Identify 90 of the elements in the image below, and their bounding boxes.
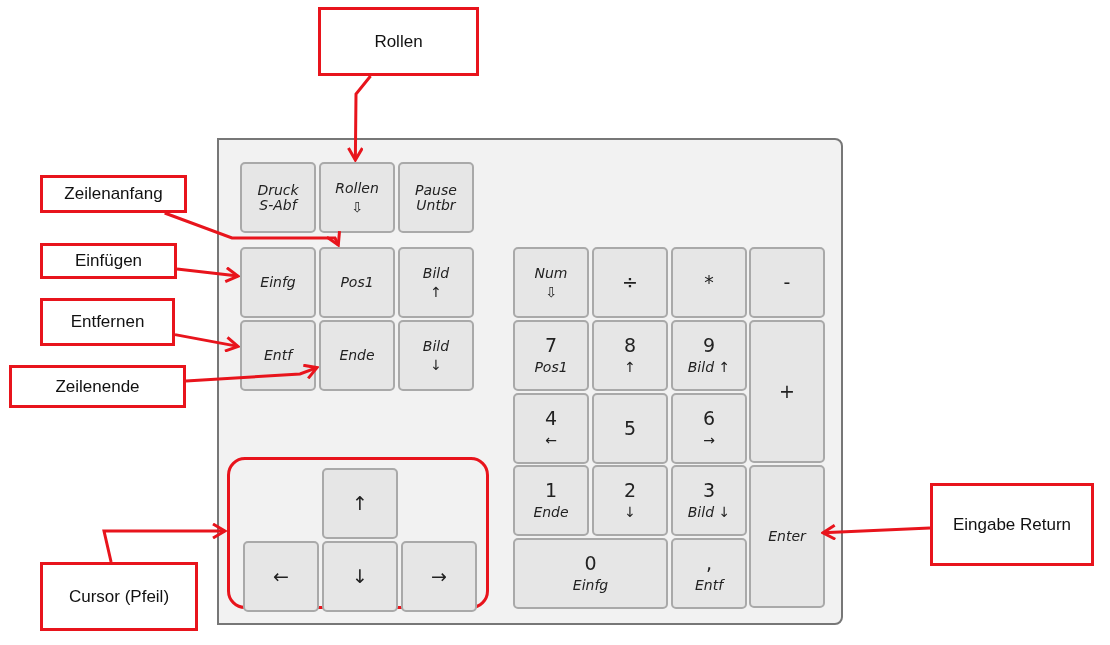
- key-label: *: [704, 272, 714, 293]
- key-label: Bild ↓: [687, 505, 731, 520]
- callout-box: Cursor (Pfeil): [40, 562, 198, 631]
- keyboard-key: [592, 247, 668, 318]
- keyboard-key: [319, 320, 395, 391]
- highlight-outline: [227, 457, 489, 609]
- keyboard-key: [398, 320, 474, 391]
- callout-box: Eingabe Return: [930, 483, 1094, 566]
- key-label: Pause Untbr: [414, 182, 458, 213]
- key-label: ↑: [430, 284, 442, 300]
- key-label: Pos1: [340, 275, 374, 290]
- key-label: ,: [705, 554, 712, 575]
- keyboard-key: [322, 541, 398, 612]
- callout-box: Entfernen: [40, 298, 175, 346]
- key-label: Bild ↑: [687, 360, 731, 375]
- key-label: Enter: [768, 529, 806, 544]
- key-label: Entf: [694, 578, 724, 593]
- key-label: +: [779, 381, 795, 402]
- key-label: ↓: [430, 357, 442, 373]
- leader-arrow: [821, 523, 931, 541]
- key-label: Bild: [422, 338, 450, 354]
- key-label: Pos1: [534, 360, 568, 375]
- callout-box: Zeilenanfang: [40, 175, 187, 213]
- keyboard-key: [671, 465, 747, 536]
- callout-box: Zeilenende: [9, 365, 186, 408]
- key-label: 7: [544, 336, 558, 357]
- key-label: ⇩: [351, 199, 363, 215]
- key-label: Bild: [422, 265, 450, 281]
- leader-arrow: [185, 363, 319, 383]
- key-label: Num: [534, 265, 568, 281]
- keyboard-key: [513, 538, 668, 609]
- keyboard-key: [240, 247, 316, 318]
- key-label: 0: [584, 554, 597, 575]
- keyboard-key: [671, 320, 747, 391]
- key-label: Einfg: [572, 578, 609, 593]
- key-label: -: [783, 272, 791, 293]
- key-label: Druck S-Abf: [256, 182, 300, 213]
- keyboard-key: [513, 247, 589, 318]
- key-label: 8: [623, 336, 637, 357]
- keyboard-key: [592, 465, 668, 536]
- keyboard-key: [240, 320, 316, 391]
- keyboard-key: [322, 468, 398, 539]
- leader-arrow: [174, 333, 240, 353]
- keyboard-key: [398, 247, 474, 318]
- key-label: Einfg: [260, 275, 296, 290]
- key-label: ↑: [352, 493, 368, 514]
- leader-arrow: [164, 211, 341, 247]
- keyboard-key: [592, 393, 668, 464]
- key-label: ÷: [622, 272, 638, 293]
- keyboard-key: [398, 162, 474, 233]
- key-label: →: [431, 566, 447, 587]
- keyboard-key: [319, 247, 395, 318]
- keyboard-key: [749, 465, 825, 608]
- key-label: Entf: [263, 348, 293, 363]
- key-label: ↓: [352, 566, 368, 587]
- key-label: ←: [545, 433, 557, 448]
- key-label: Ende: [339, 348, 375, 363]
- key-label: 4: [544, 409, 558, 430]
- keyboard-key: [671, 393, 747, 464]
- leader-arrow: [102, 522, 227, 563]
- key-label: →: [703, 433, 715, 448]
- callout-box: Einfügen: [40, 243, 177, 279]
- key-label: Ende: [533, 505, 569, 520]
- key-label: ⇩: [545, 284, 557, 300]
- keyboard-key: [749, 320, 825, 463]
- key-label: 1: [544, 481, 558, 502]
- keyboard-key: [513, 393, 589, 464]
- callout-box: Rollen: [318, 7, 479, 76]
- keyboard-key: [513, 320, 589, 391]
- keypad-panel: [217, 138, 843, 625]
- leader-arrow: [176, 266, 240, 284]
- key-label: 9: [702, 336, 716, 357]
- keyboard-key: [749, 247, 825, 318]
- key-label: Rollen: [335, 180, 379, 196]
- keyboard-key: [592, 320, 668, 391]
- key-label: ↓: [624, 505, 636, 520]
- keyboard-key: [240, 162, 316, 233]
- key-label: 2: [623, 481, 637, 502]
- leader-arrow: [346, 75, 372, 162]
- key-label: 6: [702, 409, 716, 430]
- key-label: ←: [273, 566, 289, 587]
- keyboard-key: [401, 541, 477, 612]
- keyboard-key: [671, 538, 747, 609]
- keyboard-key: [671, 247, 747, 318]
- key-label: 3: [702, 481, 716, 502]
- keyboard-key: [243, 541, 319, 612]
- keyboard-key: [513, 465, 589, 536]
- key-label: ↑: [624, 360, 636, 375]
- key-label: 5: [623, 418, 637, 439]
- keyboard-key: [319, 162, 395, 233]
